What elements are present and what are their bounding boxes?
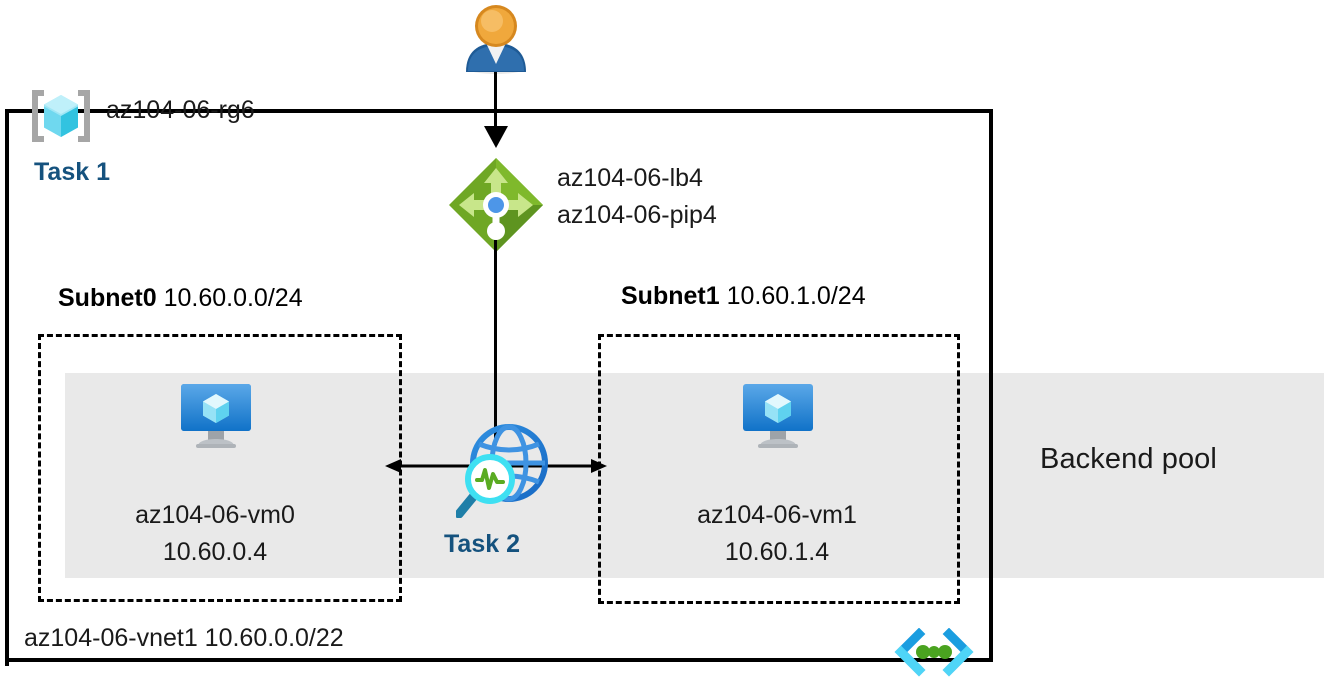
load-balancer-labels: az104-06-lb4 az104-06-pip4 <box>557 160 717 234</box>
virtual-network-icon <box>893 627 975 678</box>
client-to-lb-line <box>494 72 497 128</box>
task-1-label: Task 1 <box>34 158 110 186</box>
subnet-0-name: Subnet0 <box>58 284 157 312</box>
vnet-label: az104-06-vnet1 10.60.0.0/22 <box>24 624 344 652</box>
user-icon <box>459 2 533 76</box>
resource-group-border-top <box>5 109 993 113</box>
load-balancer-icon <box>446 155 546 255</box>
client-to-lb-arrowhead <box>481 124 511 148</box>
vm1-ip: 10.60.1.4 <box>724 538 830 566</box>
vm0-ip: 10.60.0.4 <box>162 538 268 566</box>
task-2-label: Task 2 <box>444 530 520 558</box>
load-balancer-name: az104-06-lb4 <box>557 164 703 192</box>
resource-group-name: az104-06-rg6 <box>106 96 255 124</box>
resource-group-border-bottom <box>5 658 993 662</box>
virtual-machine-icon-vm0 <box>178 381 254 451</box>
backend-pool-band <box>65 373 1324 578</box>
resource-group-icon <box>28 88 94 144</box>
subnet-0-cidr: 10.60.0.0/24 <box>163 284 303 312</box>
virtual-machine-icon-vm1 <box>740 381 816 451</box>
resource-group-border-left <box>5 109 9 666</box>
network-watcher-icon <box>454 422 552 519</box>
vm0-labels: az104-06-vm0 10.60.0.4 <box>104 497 326 571</box>
vm0-name: az104-06-vm0 <box>135 501 295 529</box>
lb-to-vnet-line <box>494 240 497 445</box>
subnet-1-cidr: 10.60.1.0/24 <box>726 282 866 310</box>
backend-pool-label: Backend pool <box>1040 443 1217 475</box>
vm1-name: az104-06-vm1 <box>697 501 857 529</box>
vm1-labels: az104-06-vm1 10.60.1.4 <box>666 497 888 571</box>
subnet-1-label: Subnet1 10.60.1.0/24 <box>621 282 866 311</box>
resource-group-border-right <box>989 109 993 662</box>
public-ip-name: az104-06-pip4 <box>557 201 717 229</box>
subnet-1-name: Subnet1 <box>621 282 720 310</box>
subnet-0-label: Subnet0 10.60.0.0/24 <box>58 284 303 313</box>
